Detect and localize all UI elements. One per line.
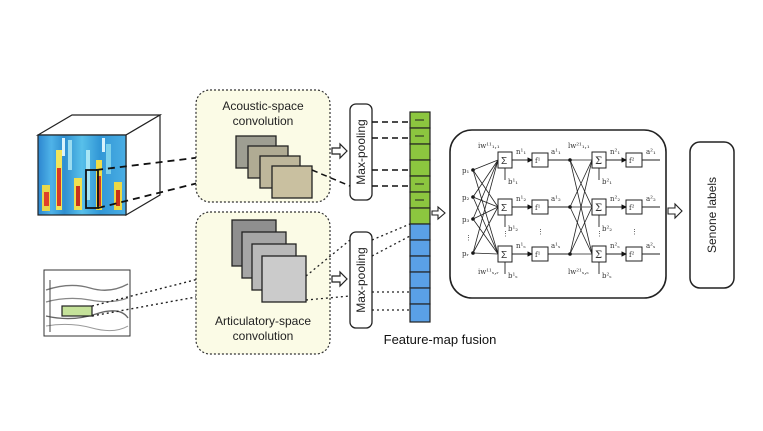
n2-1: n²₁ <box>610 148 620 156</box>
input-pr: pᵣ <box>462 250 469 258</box>
b1-3: b¹ₛ <box>508 272 518 280</box>
b1-1: b¹₁ <box>508 178 518 186</box>
b2-1: b²₁ <box>602 178 612 186</box>
arrow-fusion-to-network <box>431 205 446 221</box>
act-node-2-1: f² <box>629 157 635 165</box>
act-node-2-3: f² <box>629 251 635 259</box>
sum-node-2-2: Σ <box>595 203 602 214</box>
acoustic-conv-line2: convolution <box>233 114 294 128</box>
input-connections <box>472 159 499 255</box>
b1-2: b¹₂ <box>508 225 518 233</box>
articulatory-selection-box <box>61 305 93 317</box>
acoustic-feature-maps <box>235 135 313 199</box>
articulatory-conv-line1: Articulatory-space <box>215 314 311 328</box>
a2-1: a²₁ <box>646 148 656 156</box>
sum-node-1-1: Σ <box>501 156 507 167</box>
articulatory-conv-line2: convolution <box>233 329 294 343</box>
acoustic-convolution-panel: Acoustic-space convolution <box>195 89 331 203</box>
weight-iw-top: iw¹¹₁,₁ <box>478 142 500 150</box>
arrow-network-to-senone <box>667 202 683 220</box>
weight-lw-bottom: lw²¹ₛ,ₛ <box>568 268 589 276</box>
articulatory-convolution-panel: Articulatory-space convolution <box>195 211 331 355</box>
layer2-edges <box>598 157 660 274</box>
pool-to-fusion-lines-bottom <box>371 223 411 311</box>
fully-connected-network-panel: p₁ p₂ p₃ pᵣ ⋮ iw¹¹₁,₁ iw¹¹ₛ,ᵣ Σ <box>449 129 667 299</box>
n1-2: n¹₂ <box>516 195 526 203</box>
spectrogram-texture <box>42 138 122 211</box>
sum-node-1-2: Σ <box>501 203 507 214</box>
svg-text:Max-pooling: Max-pooling <box>354 247 368 312</box>
weight-lw-top: lw²¹₁,₁ <box>568 142 590 150</box>
articulatory-trajectory-image <box>43 269 131 337</box>
svg-text:⋮: ⋮ <box>465 234 472 242</box>
n1-3: n¹ₛ <box>516 242 526 250</box>
sum-node-2-3: Σ <box>595 250 602 261</box>
acoustic-maps-to-pool-lines <box>311 169 351 187</box>
b2-2: b²₂ <box>602 225 612 233</box>
svg-text:⋮: ⋮ <box>631 228 638 236</box>
max-pooling-bottom: Max-pooling <box>349 231 373 329</box>
n2-3: n²ₛ <box>610 242 620 250</box>
n1-1: n¹₁ <box>516 148 526 156</box>
a2-2: a²₂ <box>646 195 656 203</box>
feature-map-fusion-vector <box>409 111 431 323</box>
input-p2: p₂ <box>462 194 469 202</box>
a1-2: a¹₂ <box>551 195 561 203</box>
articulatory-feature-maps <box>231 219 307 303</box>
feature-map-fusion-label: Feature-map fusion <box>384 332 497 347</box>
act-node-2-2: f² <box>629 204 635 212</box>
a2-3: a²ₛ <box>646 242 656 250</box>
artic-maps-to-pool-lines <box>305 239 351 301</box>
sum-node-2-1: Σ <box>595 156 602 167</box>
pool-to-fusion-lines-top <box>372 121 410 187</box>
a1-1: a¹₁ <box>551 148 561 156</box>
senone-labels-box: Senone labels <box>689 141 735 289</box>
weight-iw-bottom: iw¹¹ₛ,ᵣ <box>478 268 499 276</box>
acoustic-conv-line1: Acoustic-space <box>222 99 304 113</box>
arrow-articulatory-to-pool <box>331 270 348 288</box>
svg-text:⋮: ⋮ <box>596 230 603 238</box>
svg-text:Max-pooling: Max-pooling <box>354 119 368 184</box>
n2-2: n²₂ <box>610 195 620 203</box>
hidden-connections <box>569 159 593 255</box>
spectrogram-cube <box>35 113 163 217</box>
conv-to-pool-arrows <box>331 142 348 288</box>
svg-text:⋮: ⋮ <box>537 228 544 236</box>
svg-text:⋮: ⋮ <box>502 230 509 238</box>
input-p1: p₁ <box>462 167 469 175</box>
input-p3: p₃ <box>462 216 469 224</box>
a1-3: a¹ₛ <box>551 242 561 250</box>
b2-3: b²ₛ <box>602 272 612 280</box>
act-node-1-1: f¹ <box>535 157 541 165</box>
sum-node-1-3: Σ <box>501 250 507 261</box>
senone-labels-text: Senone labels <box>705 177 719 253</box>
max-pooling-top: Max-pooling <box>349 103 373 201</box>
spectrogram-selection-box <box>85 169 99 209</box>
layer1-edges <box>504 157 570 274</box>
act-node-1-3: f¹ <box>535 251 541 259</box>
act-node-1-2: f¹ <box>535 204 541 212</box>
arrow-acoustic-to-pool <box>331 142 348 160</box>
